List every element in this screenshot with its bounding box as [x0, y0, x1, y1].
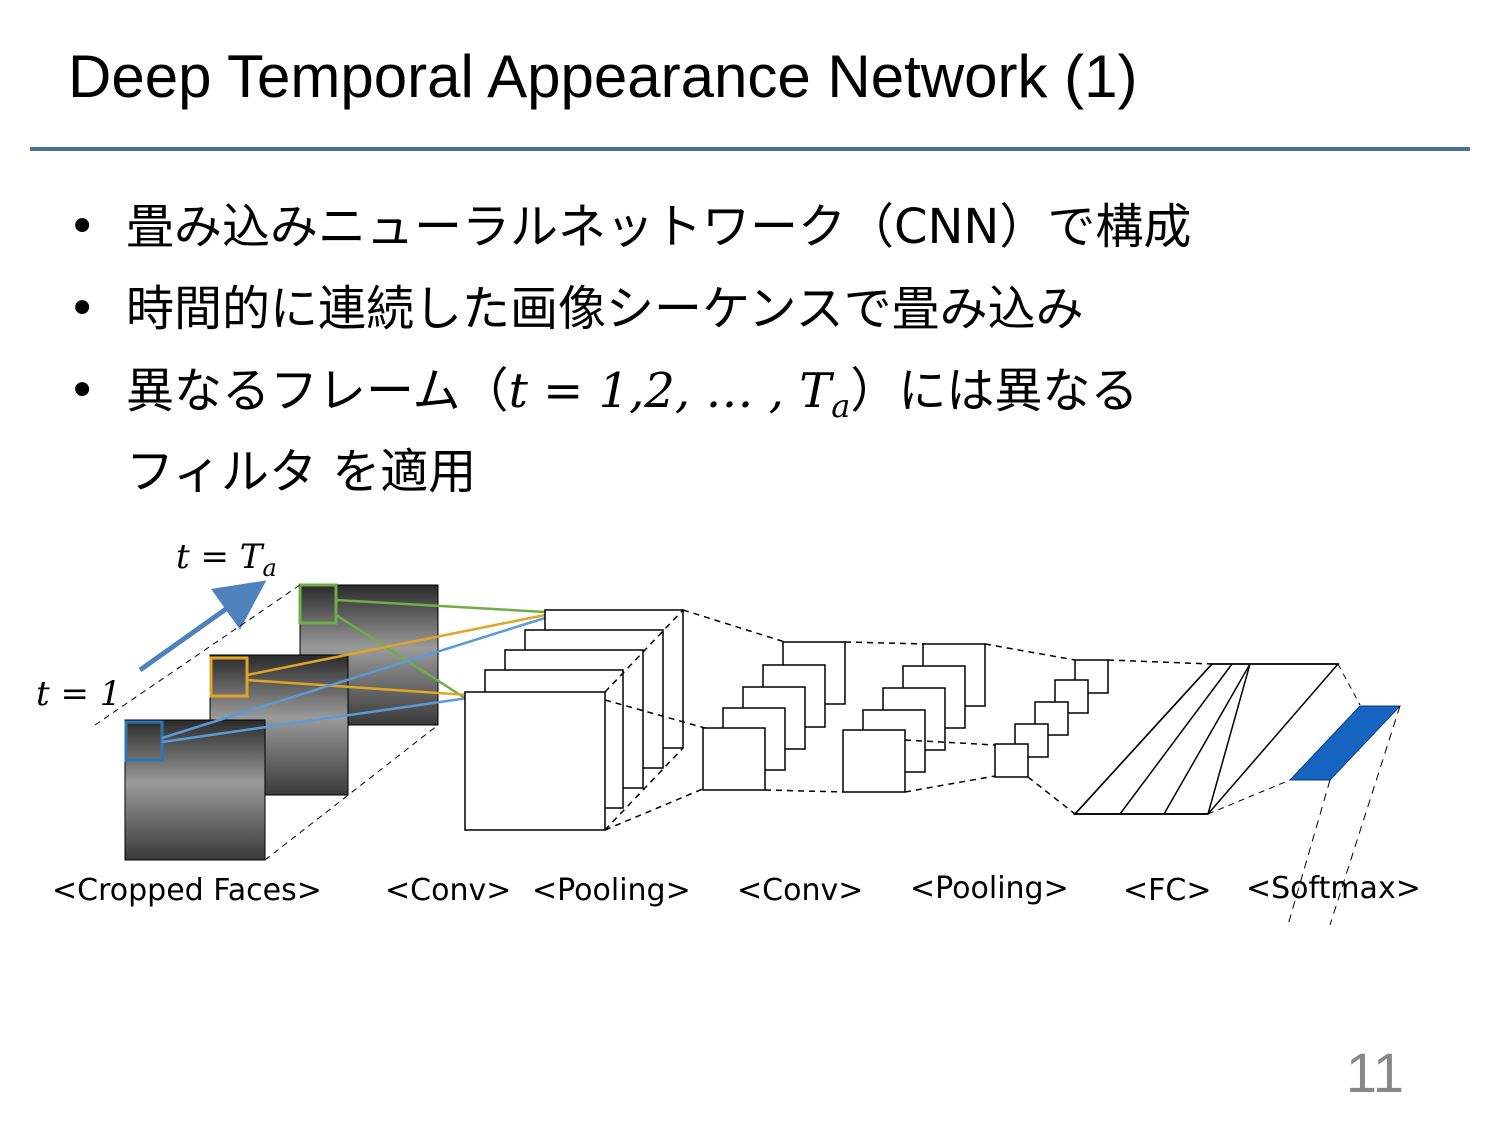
label-pooling-2: <Pooling>: [910, 871, 1069, 906]
bullet-text: 畳み込みニューラルネットワーク（CNN）で構成: [126, 199, 1192, 255]
label-conv-2: <Conv>: [737, 873, 863, 908]
softmax-layer: [1207, 663, 1402, 926]
label-t-start: t = 1: [36, 674, 121, 714]
label-conv-1: <Conv>: [385, 873, 511, 908]
label-softmax: <Softmax>: [1246, 871, 1421, 906]
pooling-layer-1: [604, 609, 846, 831]
time-arrow: [138, 580, 267, 673]
bullet-text: 時間的に連続した画像シーケンスで畳み込み: [126, 281, 1084, 337]
softmax-block: [1288, 705, 1402, 781]
face-frame-front: [124, 719, 266, 861]
bullet-list: 畳み込みニューラルネットワーク（CNN）で構成 時間的に連続した画像シーケンスで…: [68, 186, 1191, 507]
page-number: 11: [1345, 1041, 1404, 1104]
label-pooling-1: <Pooling>: [532, 873, 691, 908]
conv-layer-1: [464, 609, 684, 831]
conv-layer-2: [764, 641, 986, 793]
bullet-text-prefix: 異なるフレーム（: [126, 363, 509, 419]
title-divider: [30, 147, 1470, 151]
filter-window-orange: [209, 656, 249, 698]
label-fc: <FC>: [1123, 873, 1211, 908]
slide-title: Deep Temporal Appearance Network (1): [68, 43, 1138, 110]
filter-window-green: [298, 583, 338, 625]
network-diagram: t = Ta t = 1: [36, 537, 1421, 926]
label-cropped-faces: <Cropped Faces>: [52, 873, 322, 908]
bullet-item: 畳み込みニューラルネットワーク（CNN）で構成: [68, 186, 1191, 268]
math-subscript: a: [831, 387, 851, 425]
math-expression: t = 1,2, … , T: [508, 363, 832, 419]
bullet-text-suffix: ）には異なる: [850, 363, 1139, 419]
label-t-end: t = Ta: [176, 537, 277, 582]
bullet-item: 時間的に連続した画像シーケンスで畳み込み: [68, 268, 1191, 350]
face-frames: [94, 583, 439, 861]
bullet-text-continuation: フィルタ を適用: [126, 444, 477, 500]
filter-connections: [161, 598, 546, 744]
bullet-item: 異なるフレーム（t = 1,2, … , Ta）には異なる フィルタ を適用: [68, 350, 1191, 507]
pooling-layer-2: [904, 643, 1109, 793]
